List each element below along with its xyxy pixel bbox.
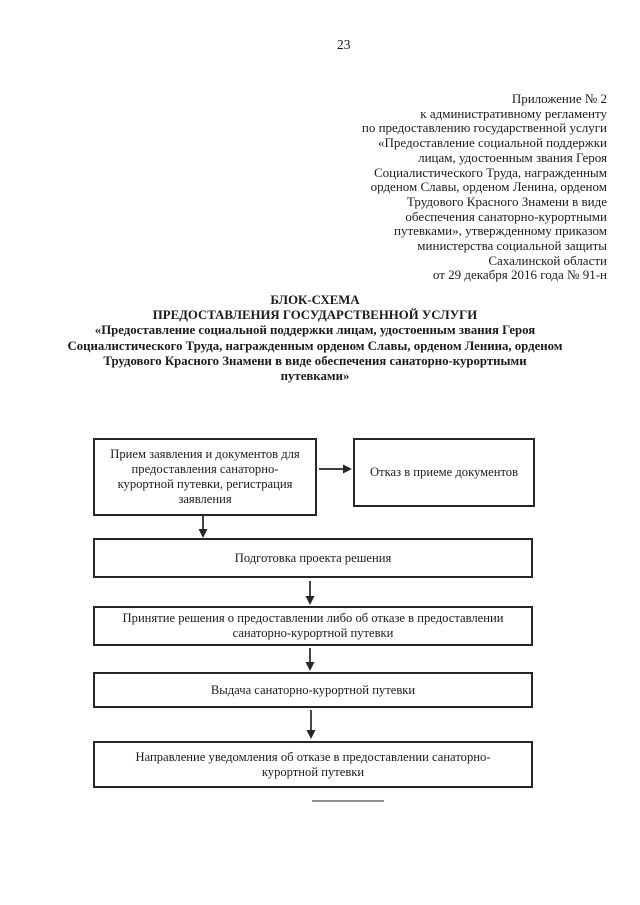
down-arrow-icon <box>303 648 317 671</box>
down-arrow-icon <box>303 581 317 605</box>
flowchart-box-draft-decision: Подготовка проекта решения <box>93 538 533 578</box>
down-arrow-icon <box>304 710 318 739</box>
title-line-service: ПРЕДОСТАВЛЕНИЯ ГОСУДАРСТВЕННОЙ УСЛУГИ <box>152 308 478 323</box>
flowchart-box-refusal-notice: Направление уведомления об отказе в пред… <box>93 741 533 788</box>
title-line-blockscheme: БЛОК-СХЕМА <box>270 293 360 307</box>
document-title: БЛОК-СХЕМА ПРЕДОСТАВЛЕНИЯ ГОСУДАРСТВЕННО… <box>15 293 615 384</box>
annex-reference-note: Приложение № 2 к административному регла… <box>361 91 607 283</box>
flowchart-box-issue-voucher: Выдача санаторно-курортной путевки <box>93 672 533 708</box>
flowchart-box-make-decision: Принятие решения о предоставлении либо о… <box>93 606 533 646</box>
scan-artifact-line <box>312 800 384 802</box>
flowchart-box-receive-application: Прием заявления и документов для предост… <box>93 438 317 516</box>
title-service-subject: «Предоставление социальной поддержки лиц… <box>67 323 563 384</box>
page-number: 23 <box>337 37 351 52</box>
right-arrow-icon <box>319 462 353 476</box>
down-arrow-icon <box>196 516 210 538</box>
flowchart-box-refuse-documents: Отказ в приеме документов <box>353 438 535 507</box>
